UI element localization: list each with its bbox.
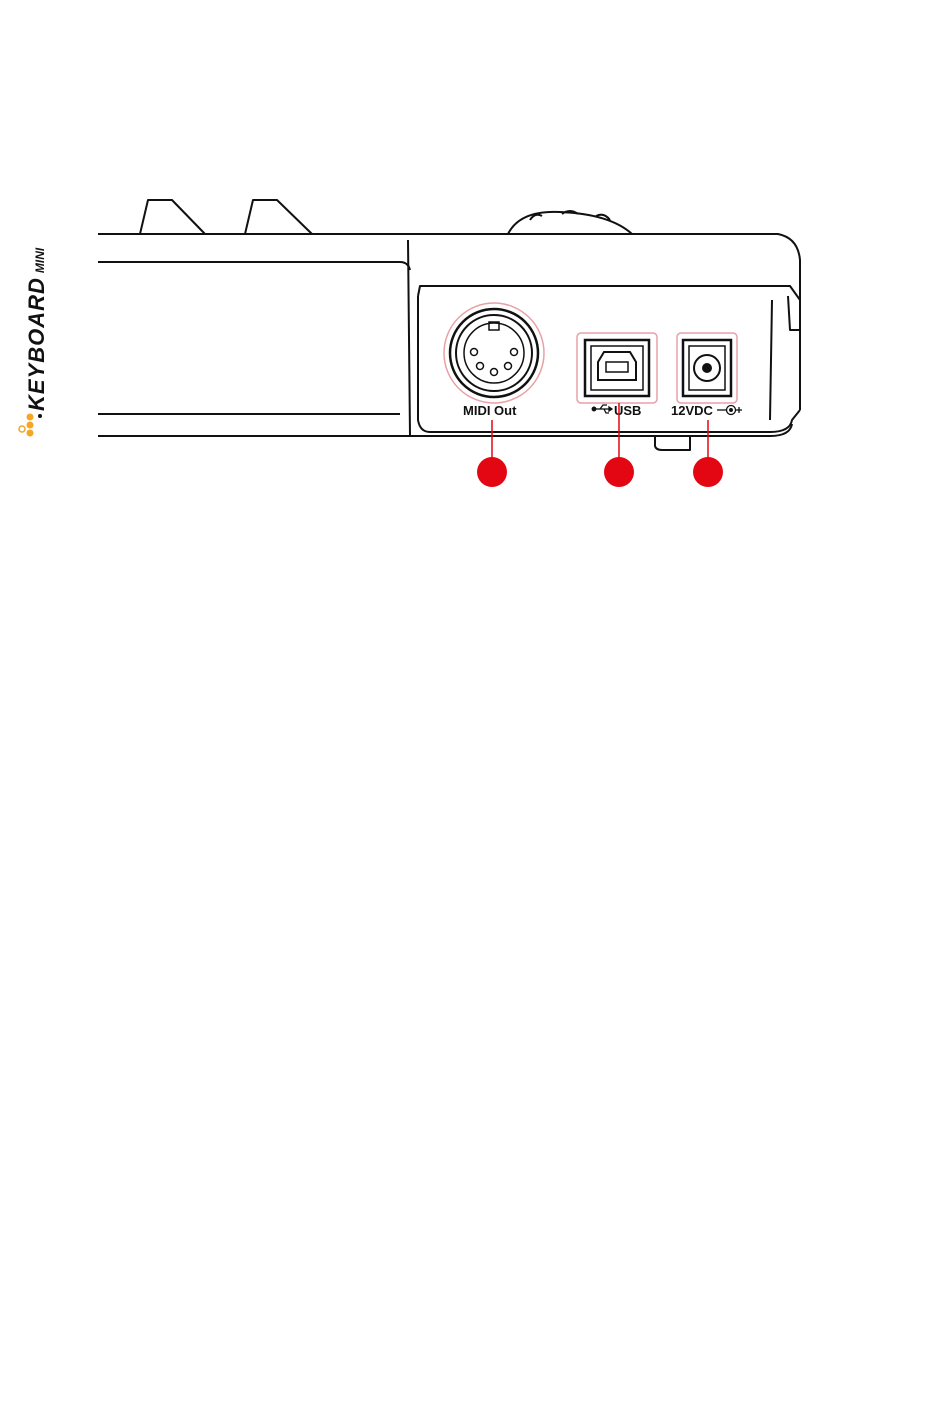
key-silhouette-2: [245, 200, 312, 234]
power-jack: [677, 333, 737, 403]
callout-marker-power: [693, 457, 723, 487]
port-label-12vdc: 12VDC: [671, 403, 714, 418]
dc-polarity-icon: [717, 406, 742, 415]
midi-highlight-ring: [444, 303, 544, 403]
callout-marker-usb: [604, 457, 634, 487]
body-top-edge: [98, 234, 800, 410]
usb-port: [577, 333, 657, 403]
usb-highlight-box: [577, 333, 657, 403]
midi-port: [444, 303, 544, 403]
callout-marker-midi: [477, 457, 507, 487]
knob-silhouette: [508, 212, 632, 234]
usb-icon: [592, 405, 612, 413]
keyboard-rear-panel-diagram: MIDI Out USB 12VDC: [0, 0, 950, 520]
port-label-midi-out: MIDI Out: [463, 403, 517, 418]
key-silhouette-1: [140, 200, 205, 234]
port-label-usb: USB: [614, 403, 641, 418]
